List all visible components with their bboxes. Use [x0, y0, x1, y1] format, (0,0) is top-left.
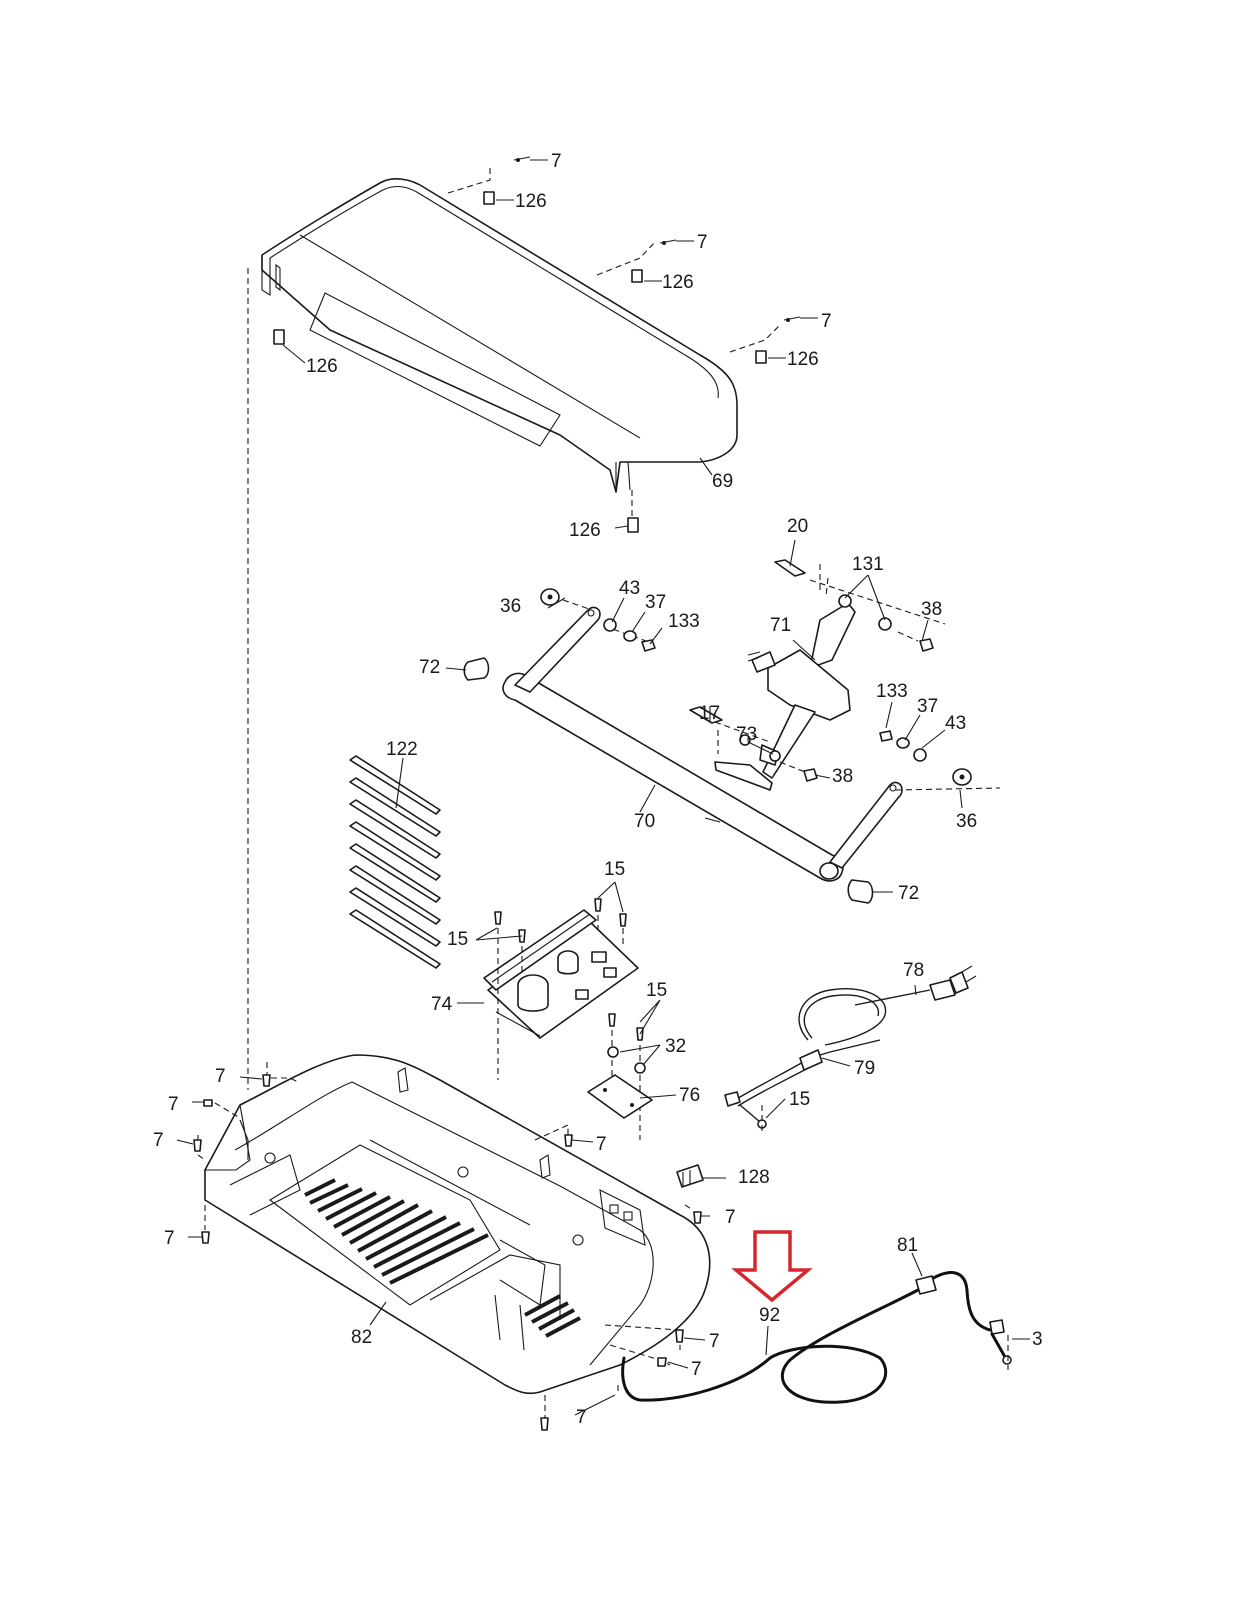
- label-72b: 72: [898, 883, 919, 904]
- label-37a: 37: [645, 592, 666, 613]
- foot-72b: [847, 879, 874, 904]
- bracket-76: [587, 1074, 653, 1119]
- label-71: 71: [770, 615, 791, 636]
- label-43a: 43: [619, 578, 640, 599]
- label-7a: 7: [551, 151, 562, 172]
- label-74: 74: [431, 994, 453, 1015]
- label-131: 131: [852, 554, 884, 575]
- label-126b: 126: [662, 272, 694, 293]
- label-3: 3: [1032, 1329, 1043, 1350]
- lift-actuator[interactable]: [747, 602, 856, 779]
- label-7f: 7: [153, 1130, 164, 1151]
- base-fasteners: [193, 1062, 704, 1431]
- hood-fasteners: [247, 156, 818, 1090]
- label-15d: 15: [789, 1089, 810, 1110]
- label-7c: 7: [821, 311, 832, 332]
- clip-126d: [273, 329, 285, 345]
- label-79: 79: [854, 1058, 875, 1079]
- clip-126c: [755, 350, 767, 364]
- clip-126e: [627, 517, 639, 533]
- controller-hardware: [494, 898, 653, 1140]
- label-72a: 72: [419, 657, 440, 678]
- label-17: 17: [699, 703, 720, 724]
- lift-hardware: [463, 588, 1001, 904]
- label-32: 32: [665, 1036, 686, 1057]
- base-housing[interactable]: [204, 1054, 711, 1395]
- label-38a: 38: [921, 599, 942, 620]
- label-78: 78: [903, 960, 924, 981]
- label-37b: 37: [917, 696, 938, 717]
- label-128: 128: [738, 1167, 770, 1188]
- nut-38a: [919, 638, 934, 652]
- label-7i: 7: [725, 1207, 736, 1228]
- label-7g: 7: [596, 1134, 607, 1155]
- down-arrow-icon: [731, 1230, 813, 1303]
- label-15a: 15: [604, 859, 625, 880]
- vent-grate: [304, 1178, 581, 1338]
- label-36a: 36: [500, 596, 521, 617]
- label-38b: 38: [832, 766, 853, 787]
- bolt-17: [689, 706, 723, 724]
- label-133b: 133: [876, 681, 908, 702]
- label-92: 92: [759, 1305, 780, 1326]
- part-labels: 7 126 7 126 7 126 126 69 126 20 131 36 4…: [153, 151, 1043, 1428]
- label-126a: 126: [515, 191, 547, 212]
- label-15c: 15: [646, 980, 667, 1001]
- connector-81: [915, 1275, 937, 1295]
- label-15b: 15: [447, 929, 468, 950]
- label-20: 20: [787, 516, 808, 537]
- label-7b: 7: [697, 232, 708, 253]
- label-7d: 7: [215, 1066, 226, 1087]
- foot-72a: [463, 657, 490, 681]
- label-73: 73: [736, 724, 757, 745]
- label-7k: 7: [691, 1359, 702, 1380]
- clip-126b: [631, 269, 643, 283]
- leader-lines: [176, 539, 1030, 1416]
- label-126e: 126: [569, 520, 601, 541]
- motor-controller[interactable]: [483, 909, 639, 1039]
- actuator-hardware: [689, 559, 946, 782]
- label-7j: 7: [709, 1331, 720, 1352]
- label-126d: 126: [306, 356, 338, 377]
- wire-harness[interactable]: [724, 1039, 881, 1135]
- lift-frame[interactable]: [502, 606, 903, 882]
- label-70: 70: [634, 811, 655, 832]
- label-7l: 7: [576, 1407, 587, 1428]
- label-133a: 133: [668, 611, 700, 632]
- cable-ties[interactable]: [349, 755, 441, 969]
- label-36b: 36: [956, 811, 977, 832]
- power-cord[interactable]: [798, 965, 977, 1046]
- label-82: 82: [351, 1327, 372, 1348]
- label-126c: 126: [787, 349, 819, 370]
- label-7h: 7: [164, 1228, 175, 1249]
- clip-126a: [483, 191, 495, 205]
- highlighted-cable[interactable]: [621, 1271, 1012, 1404]
- label-43b: 43: [945, 713, 966, 734]
- label-76: 76: [679, 1085, 700, 1106]
- hood-cover[interactable]: [261, 178, 738, 493]
- bolt-20: [774, 559, 806, 577]
- label-122: 122: [386, 739, 418, 760]
- label-7e: 7: [168, 1094, 179, 1115]
- label-69: 69: [712, 471, 733, 492]
- label-81: 81: [897, 1235, 918, 1256]
- nut-38b: [803, 768, 818, 782]
